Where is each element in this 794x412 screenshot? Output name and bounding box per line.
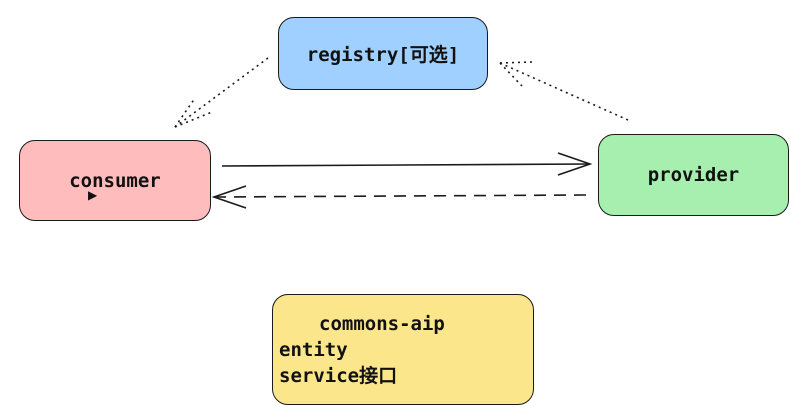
consumer-node: consumer bbox=[19, 140, 211, 221]
mouse-cursor-icon: ▶ bbox=[88, 188, 98, 202]
commons-title: commons-aip bbox=[319, 312, 445, 335]
registry-node: registry[可选] bbox=[278, 17, 488, 90]
provider-label: provider bbox=[647, 164, 740, 186]
register-arrow bbox=[499, 61, 629, 121]
commons-service-line: service接口 bbox=[279, 364, 398, 387]
registry-label: registry[可选] bbox=[306, 44, 460, 66]
commons-entity-line: entity bbox=[279, 338, 348, 361]
provider-node: provider bbox=[598, 134, 789, 216]
consumer-label: consumer bbox=[69, 169, 161, 192]
call-arrow bbox=[221, 152, 593, 176]
discover-arrow bbox=[174, 57, 269, 128]
commons-api-node: commons-aip entity service接口 bbox=[272, 294, 534, 405]
return-arrow bbox=[211, 185, 587, 209]
